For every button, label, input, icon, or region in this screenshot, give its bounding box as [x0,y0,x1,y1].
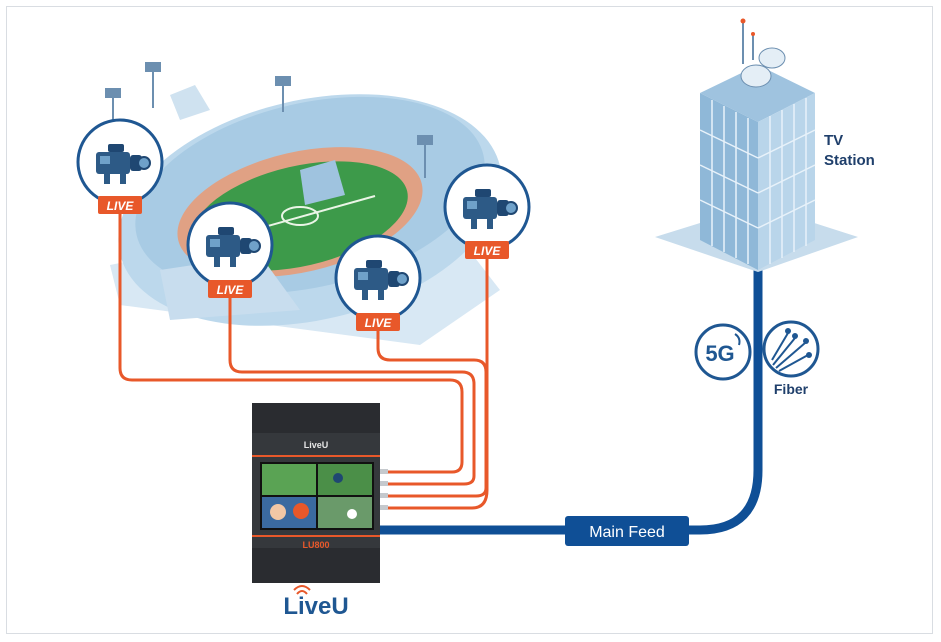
camera-2: LIVE [186,201,274,298]
cable-camera-4 [380,250,489,510]
liveu-logo: LiveU [283,585,349,620]
main-feed-line [380,250,763,535]
tv-station-label: TV Station [824,132,875,169]
cable-camera-1 [118,205,464,474]
svg-text:5G: 5G [705,341,734,366]
live-badge: LIVE [217,283,245,297]
svg-text:TV: TV [824,132,843,149]
fiber-icon [762,320,820,378]
sdi-cables [118,205,489,510]
svg-text:LiveU: LiveU [283,593,348,620]
main-feed-label: Main Feed [565,516,689,546]
camera-1: LIVE [76,118,164,214]
device-brand: LiveU [304,440,329,450]
live-badge: LIVE [365,316,393,330]
fiber-label: Fiber [774,381,809,397]
cable-camera-3 [376,322,488,498]
live-badge: LIVE [107,199,135,213]
5g-icon: 5G [694,323,752,381]
floodlights [105,62,433,178]
camera-4: LIVE [443,163,531,259]
camera-3: LIVE [334,234,422,331]
live-badge: LIVE [474,244,502,258]
svg-text:Main Feed: Main Feed [589,524,665,541]
tv-station-building [655,18,858,272]
cable-camera-2 [228,290,476,486]
svg-text:Station: Station [824,152,875,169]
device-model: LU800 [302,540,329,550]
lu800-device: LiveU LU800 [252,403,388,583]
device-screen [260,462,374,530]
